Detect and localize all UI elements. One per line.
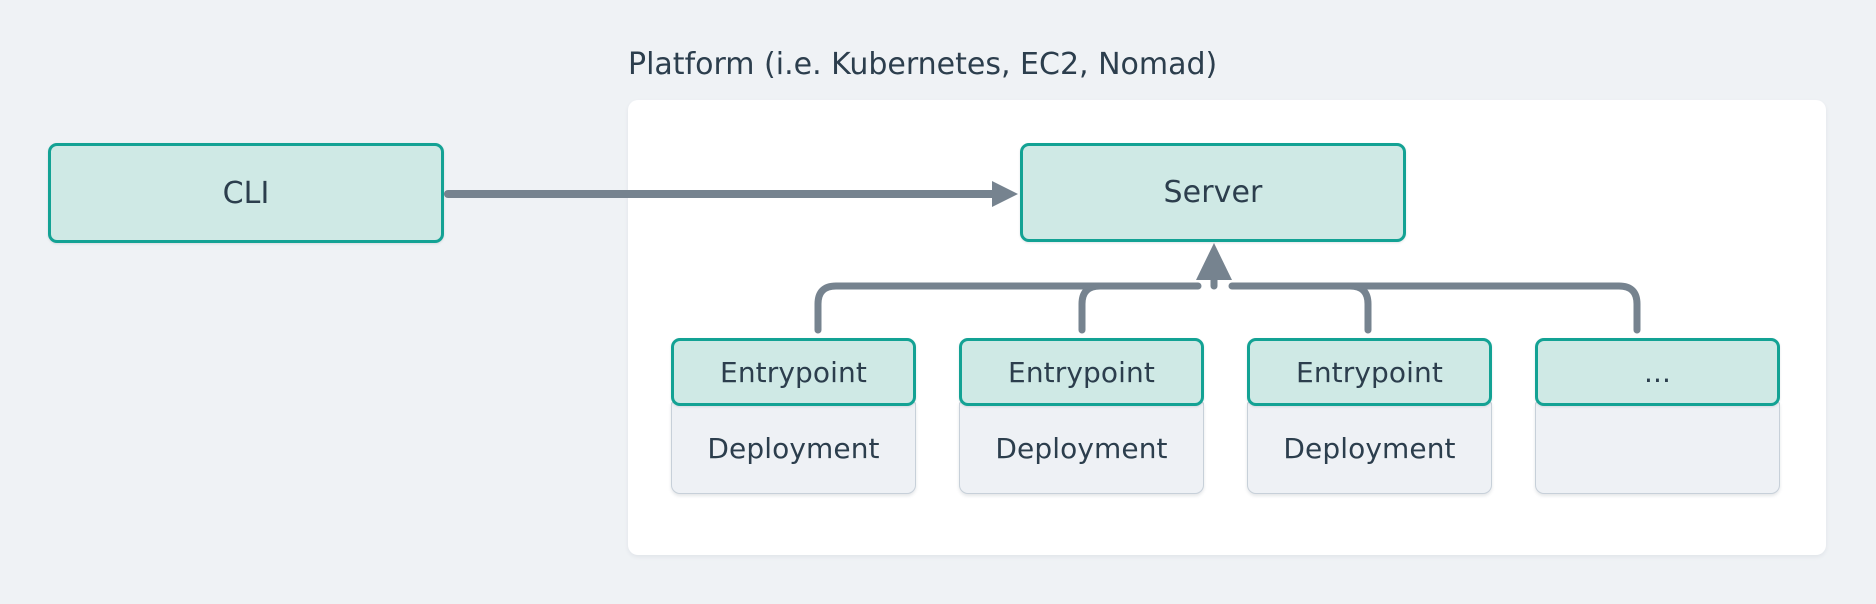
node-cli[interactable]: CLI — [48, 143, 444, 243]
entrypoint-stack: Entrypoint Deployment — [1247, 338, 1492, 498]
node-entrypoint[interactable]: Entrypoint — [959, 338, 1204, 406]
platform-panel-title: Platform (i.e. Kubernetes, EC2, Nomad) — [628, 47, 1218, 82]
node-deployment[interactable]: Deployment — [959, 402, 1204, 494]
entrypoint-stack-more: ... — [1535, 338, 1780, 498]
node-deployment-label: Deployment — [707, 431, 880, 465]
node-server-label: Server — [1163, 175, 1263, 210]
node-deployment-empty[interactable] — [1535, 402, 1780, 494]
node-server[interactable]: Server — [1020, 143, 1406, 242]
node-deployment[interactable]: Deployment — [671, 402, 916, 494]
node-entrypoint-more-label: ... — [1643, 355, 1671, 389]
node-cli-label: CLI — [222, 175, 270, 211]
node-entrypoint[interactable]: Entrypoint — [1247, 338, 1492, 406]
node-entrypoint-label: Entrypoint — [1296, 355, 1443, 389]
node-entrypoint-label: Entrypoint — [720, 355, 867, 389]
node-entrypoint[interactable]: Entrypoint — [671, 338, 916, 406]
node-entrypoint-more[interactable]: ... — [1535, 338, 1780, 406]
node-deployment-label: Deployment — [1283, 431, 1456, 465]
node-deployment-label: Deployment — [995, 431, 1168, 465]
entrypoint-stack: Entrypoint Deployment — [959, 338, 1204, 498]
entrypoint-stack: Entrypoint Deployment — [671, 338, 916, 498]
node-deployment[interactable]: Deployment — [1247, 402, 1492, 494]
node-entrypoint-label: Entrypoint — [1008, 355, 1155, 389]
